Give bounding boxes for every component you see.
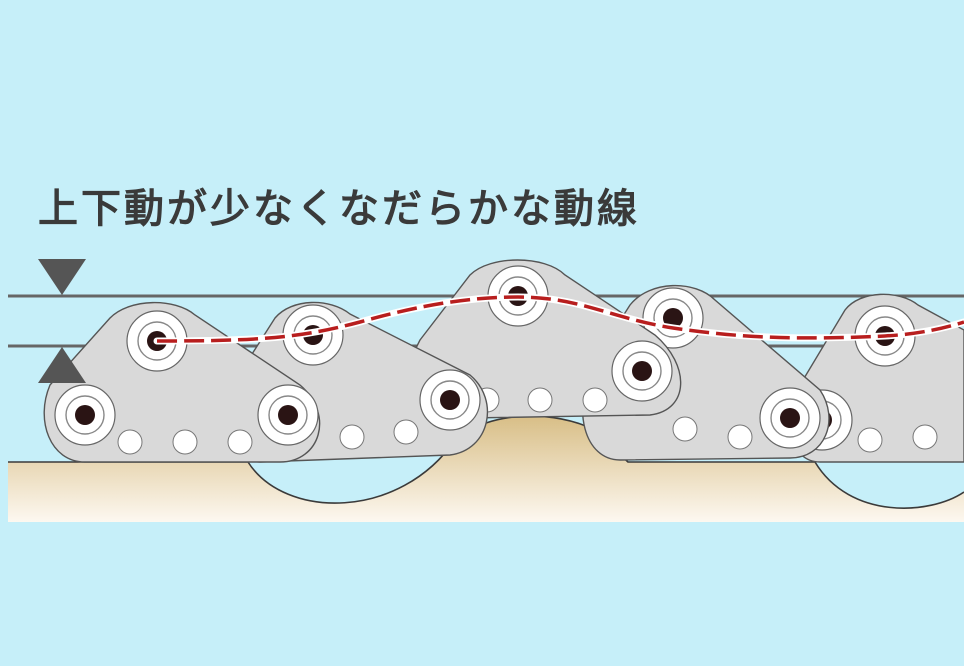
roller — [54, 384, 116, 446]
diagram-heading: 上下動が少なくなだらかな動線 — [38, 186, 640, 232]
roller — [759, 387, 821, 449]
roller — [419, 369, 481, 431]
roller — [257, 384, 319, 446]
triangle-down-icon — [38, 259, 86, 295]
motion-path-line — [156, 295, 964, 343]
roller — [611, 340, 673, 402]
ground — [8, 416, 964, 522]
ground-outline — [8, 415, 964, 509]
triangle-up-icon — [38, 347, 86, 383]
